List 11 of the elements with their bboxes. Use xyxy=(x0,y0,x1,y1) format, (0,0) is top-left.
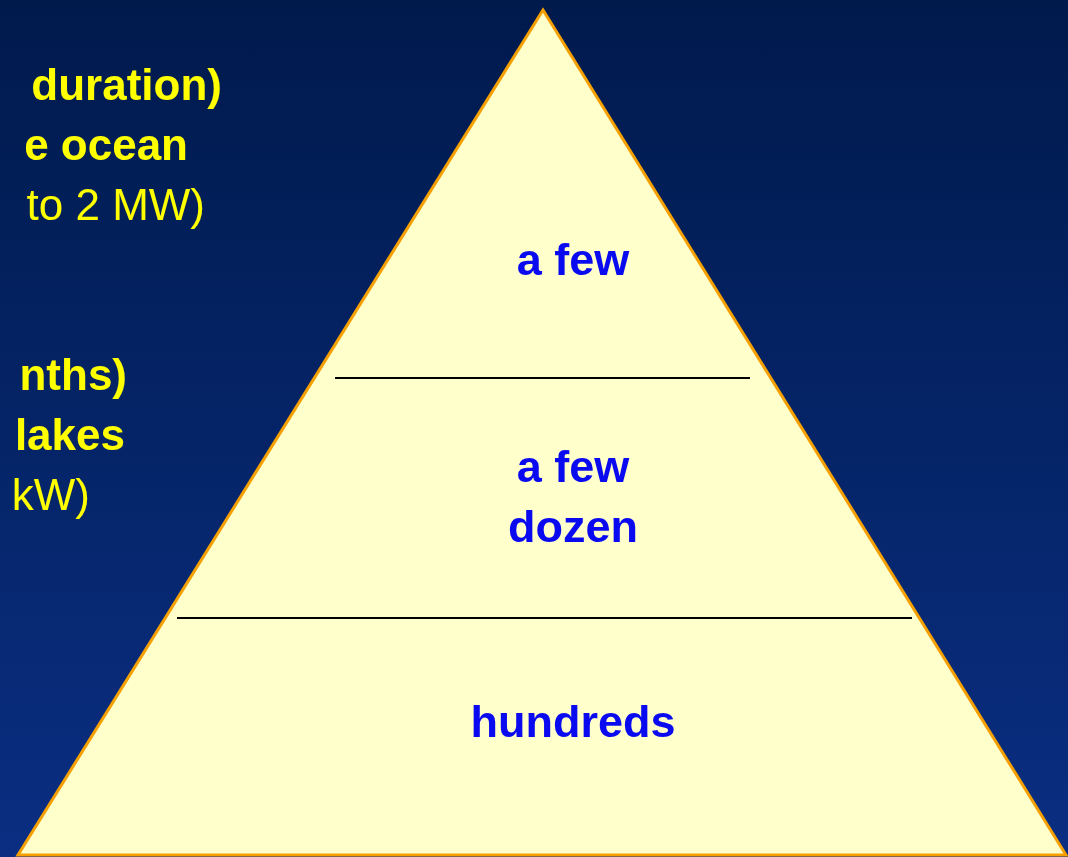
description-text: nths) xyxy=(18,349,127,401)
description-text: e ocean xyxy=(23,119,188,171)
description-text: duration) xyxy=(30,59,222,111)
pyramid-section xyxy=(165,378,920,618)
tier-label: hundreds xyxy=(469,695,677,749)
description-text: kW) xyxy=(10,469,90,521)
description-text: to 2 MW) xyxy=(25,179,205,231)
description-text: lakes xyxy=(13,409,125,461)
pyramid-section xyxy=(18,618,1066,855)
tier-label: a few dozen xyxy=(507,440,639,554)
tier-label: a few xyxy=(515,233,631,287)
